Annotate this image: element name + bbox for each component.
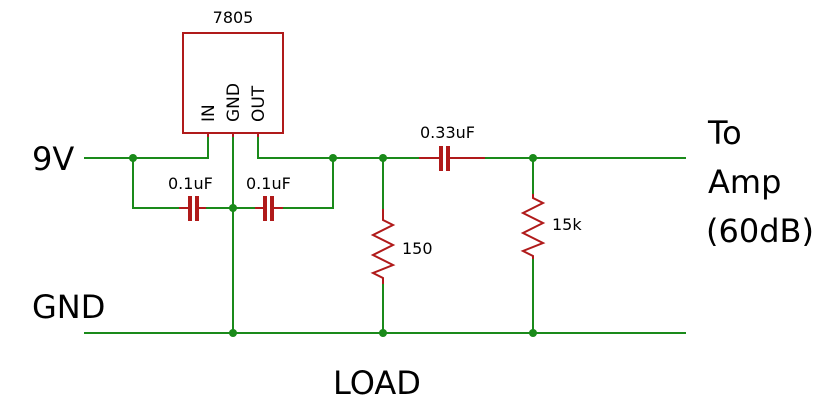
wire-reg-out	[257, 135, 421, 159]
resistor-15k: 15k	[520, 194, 582, 259]
output-label-line2: Amp	[708, 163, 781, 201]
junction-node	[529, 154, 537, 162]
resistor-15k-label: 15k	[552, 215, 582, 234]
wire-cin-branch	[132, 157, 181, 209]
capacitor-couple: 0.33uF	[419, 123, 485, 171]
junction-node	[379, 329, 387, 337]
junction-node	[229, 329, 237, 337]
wire-cout-branch	[281, 157, 334, 209]
resistor-150-body	[370, 209, 396, 284]
junctions	[129, 154, 537, 337]
junction-node	[379, 154, 387, 162]
capacitor-cin: 0.1uF	[168, 174, 213, 221]
capacitor-couple-label: 0.33uF	[420, 123, 475, 142]
resistor-150-label: 150	[402, 239, 433, 258]
input-voltage-label: 9V	[32, 140, 74, 178]
junction-node	[129, 154, 137, 162]
regulator-7805: 7805 IN GND OUT	[182, 8, 284, 137]
load-caption: LOAD	[333, 364, 421, 402]
ground-label: GND	[32, 288, 105, 326]
capacitor-cin-label: 0.1uF	[168, 174, 213, 193]
output-label-line1: To	[707, 114, 742, 152]
wires	[84, 135, 686, 334]
output-label-line3: (60dB)	[706, 212, 814, 250]
regulator-pin-out-label: OUT	[249, 85, 269, 122]
resistor-150: 150	[370, 209, 433, 284]
junction-node	[529, 329, 537, 337]
regulator-pin-gnd-label: GND	[224, 83, 244, 122]
junction-node	[329, 154, 337, 162]
capacitor-cout-label: 0.1uF	[246, 174, 291, 193]
resistor-15k-body	[520, 194, 546, 259]
capacitor-cout: 0.1uF	[246, 174, 291, 221]
regulator-pin-in-label: IN	[199, 104, 219, 122]
wire-9v-input	[84, 135, 209, 159]
junction-node	[229, 204, 237, 212]
regulator-part-label: 7805	[213, 8, 254, 27]
